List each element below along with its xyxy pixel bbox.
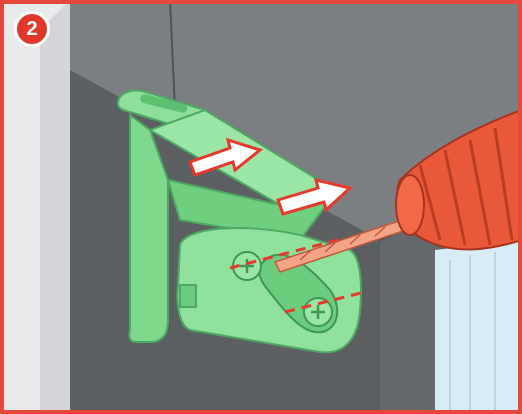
drill-icon <box>395 108 522 251</box>
step-number-badge: 2 <box>14 11 50 47</box>
arrow-right-icon <box>276 177 354 216</box>
screw-icon <box>232 251 262 281</box>
blind-fabric <box>435 240 522 414</box>
drill-guide-line <box>229 236 346 270</box>
drill-guide-line <box>284 290 366 314</box>
arrow-right-icon <box>188 137 264 177</box>
